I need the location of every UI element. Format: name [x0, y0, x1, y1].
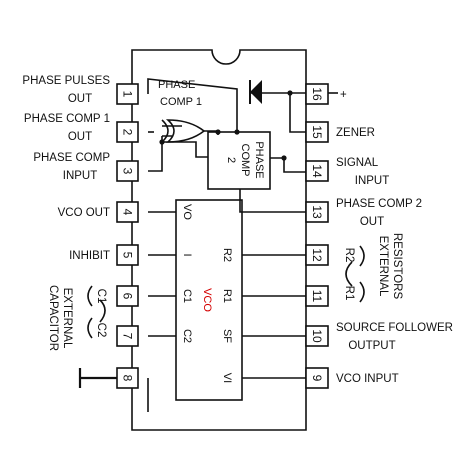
- pin-label-left: PHASE COMP: [33, 152, 110, 164]
- wire-pin3: [148, 136, 163, 172]
- ground-wire: [78, 368, 117, 388]
- xor-gate: [161, 119, 206, 143]
- c1-label: C1: [95, 289, 107, 304]
- pin-4: [116, 201, 139, 223]
- pin-number: 13: [310, 205, 324, 219]
- vco-label: VCO: [201, 288, 213, 312]
- vco-pin-left: C2: [181, 329, 193, 343]
- pin-16: [305, 83, 329, 105]
- pin-label-right: VCO INPUT: [336, 373, 399, 385]
- pin-11: [305, 285, 329, 307]
- pin-label-left: OUT: [68, 93, 92, 105]
- wire-comp2-pin14: [270, 157, 306, 173]
- pin-12: [305, 244, 329, 266]
- pin-number: 8: [121, 375, 135, 382]
- pin-label-right: OUTPUT: [348, 340, 395, 352]
- phase-comp2-label: 2: [225, 157, 237, 163]
- pin-number: 14: [310, 164, 324, 178]
- pin-label-left: OUT: [68, 131, 92, 143]
- pin-label-right: SOURCE FOLLOWER: [336, 322, 453, 334]
- phase-comp1-label: COMP 1: [160, 96, 202, 108]
- pin-label-right: OUT: [360, 216, 384, 228]
- diode-icon: [249, 80, 262, 104]
- pin-8: [116, 367, 139, 389]
- pin-label-left: PHASE PULSES: [22, 75, 110, 87]
- pin-1: [116, 83, 139, 105]
- vco-pin-right: R2: [221, 248, 233, 262]
- vco-pin-right: VI: [221, 373, 233, 383]
- pin-label-left: PHASE COMP 1: [24, 113, 110, 125]
- pin-label-right: PHASE COMP 2: [336, 198, 422, 210]
- external-resistors-label: EXTERNAL: [377, 236, 389, 297]
- pin-number: 10: [310, 329, 324, 343]
- external-capacitor-label: EXTERNAL: [61, 288, 73, 349]
- pin-number: 9: [310, 375, 324, 382]
- r1-label: R1: [343, 286, 355, 301]
- pin-number: 5: [121, 252, 135, 259]
- pin-number: 1: [121, 91, 135, 98]
- pin-label-left: INHIBIT: [69, 250, 110, 262]
- vco-pin-left: C1: [181, 289, 193, 303]
- pin-3: [116, 160, 139, 182]
- pin-number: 15: [310, 125, 324, 139]
- pin-2: [116, 121, 139, 143]
- pin-label-right: SIGNAL: [336, 157, 379, 169]
- wire-comp2-pin13: [239, 189, 306, 213]
- pin-number: 7: [121, 333, 135, 340]
- pin-number: 16: [310, 87, 324, 101]
- pin-number: 11: [310, 290, 324, 303]
- wire-pin1: [147, 78, 238, 132]
- junction-dot: [281, 155, 287, 161]
- phase-comp1-label: PHASE: [158, 79, 195, 91]
- pin-label-right: INPUT: [355, 175, 390, 187]
- junction-dot: [287, 90, 293, 96]
- pin-15: [305, 121, 329, 143]
- r2-label: R2: [343, 248, 355, 263]
- external-capacitor-label: CAPACITOR: [47, 285, 59, 351]
- pin-label-right: +: [340, 89, 347, 101]
- pin-5: [116, 244, 139, 266]
- pin-10: [305, 325, 329, 347]
- vco-pin-right: SF: [221, 329, 233, 343]
- capacitor-bracket: [87, 285, 106, 339]
- phase-comp2-label: COMP: [239, 144, 251, 177]
- pin-label-left: INPUT: [63, 170, 98, 182]
- pin-label-right: ZENER: [336, 127, 375, 139]
- pin-9: [305, 367, 329, 389]
- pin-6: [116, 285, 139, 307]
- junction-dot: [215, 129, 221, 135]
- pin-14: [305, 160, 329, 182]
- c2-label: C2: [95, 323, 107, 338]
- pin-label-left: VCO OUT: [58, 207, 110, 219]
- pin-7: [116, 325, 139, 347]
- resistor-bracket: [345, 245, 365, 303]
- vco-box: [175, 199, 243, 401]
- vco-pin-left: VO: [181, 204, 193, 220]
- wire-xor-in: [162, 125, 182, 137]
- phase-comp2-label: PHASE: [253, 141, 265, 178]
- junction-dot: [234, 129, 240, 135]
- external-resistors-label: RESISTORS: [391, 233, 403, 300]
- pin-number: 6: [121, 293, 135, 300]
- wire-pin3-comp2: [162, 141, 208, 158]
- pin-number: 3: [121, 168, 135, 175]
- pin-number: 12: [310, 248, 324, 262]
- vco-pin-left: I: [181, 253, 193, 256]
- pin-13: [305, 201, 329, 223]
- vco-pin-right: R1: [221, 289, 233, 303]
- chip-body: [131, 49, 307, 431]
- junction-dot: [159, 139, 165, 145]
- pin-number: 2: [121, 129, 135, 136]
- pin-number: 4: [121, 209, 135, 216]
